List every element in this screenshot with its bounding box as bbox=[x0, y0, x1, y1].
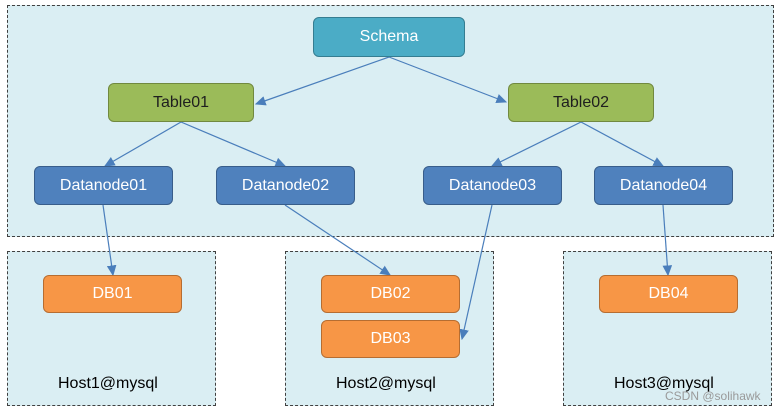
watermark: CSDN @solihawk bbox=[665, 389, 761, 403]
edge-schema-to-table01 bbox=[254, 56, 390, 106]
db03-node: DB03 bbox=[321, 320, 460, 358]
schema-node: Schema bbox=[313, 17, 465, 57]
edge-schema-to-table02 bbox=[388, 56, 508, 104]
edge-datanode02-to-db02 bbox=[284, 204, 391, 276]
datanode04-node: Datanode04 bbox=[594, 166, 733, 205]
host3-label: Host3@mysql bbox=[614, 375, 714, 392]
db02-node: DB02 bbox=[321, 275, 460, 313]
edge-table01-to-datanode01 bbox=[103, 121, 182, 167]
host1-label: Host1@mysql bbox=[58, 375, 158, 392]
edge-table01-to-datanode02 bbox=[180, 121, 287, 167]
edge-datanode04-to-db04 bbox=[662, 204, 673, 277]
edge-datanode03-to-db03 bbox=[459, 204, 493, 341]
edge-table02-to-datanode04 bbox=[580, 121, 665, 167]
datanode02-node: Datanode02 bbox=[216, 166, 355, 205]
edge-table02-to-datanode03 bbox=[490, 121, 582, 167]
db01-node: DB01 bbox=[43, 275, 182, 313]
datanode03-node: Datanode03 bbox=[423, 166, 562, 205]
edge-datanode01-to-db01 bbox=[102, 204, 117, 277]
datanode01-node: Datanode01 bbox=[34, 166, 173, 205]
table01-node: Table01 bbox=[108, 83, 254, 122]
host2-label: Host2@mysql bbox=[336, 375, 436, 392]
table02-node: Table02 bbox=[508, 83, 654, 122]
db04-node: DB04 bbox=[599, 275, 738, 313]
